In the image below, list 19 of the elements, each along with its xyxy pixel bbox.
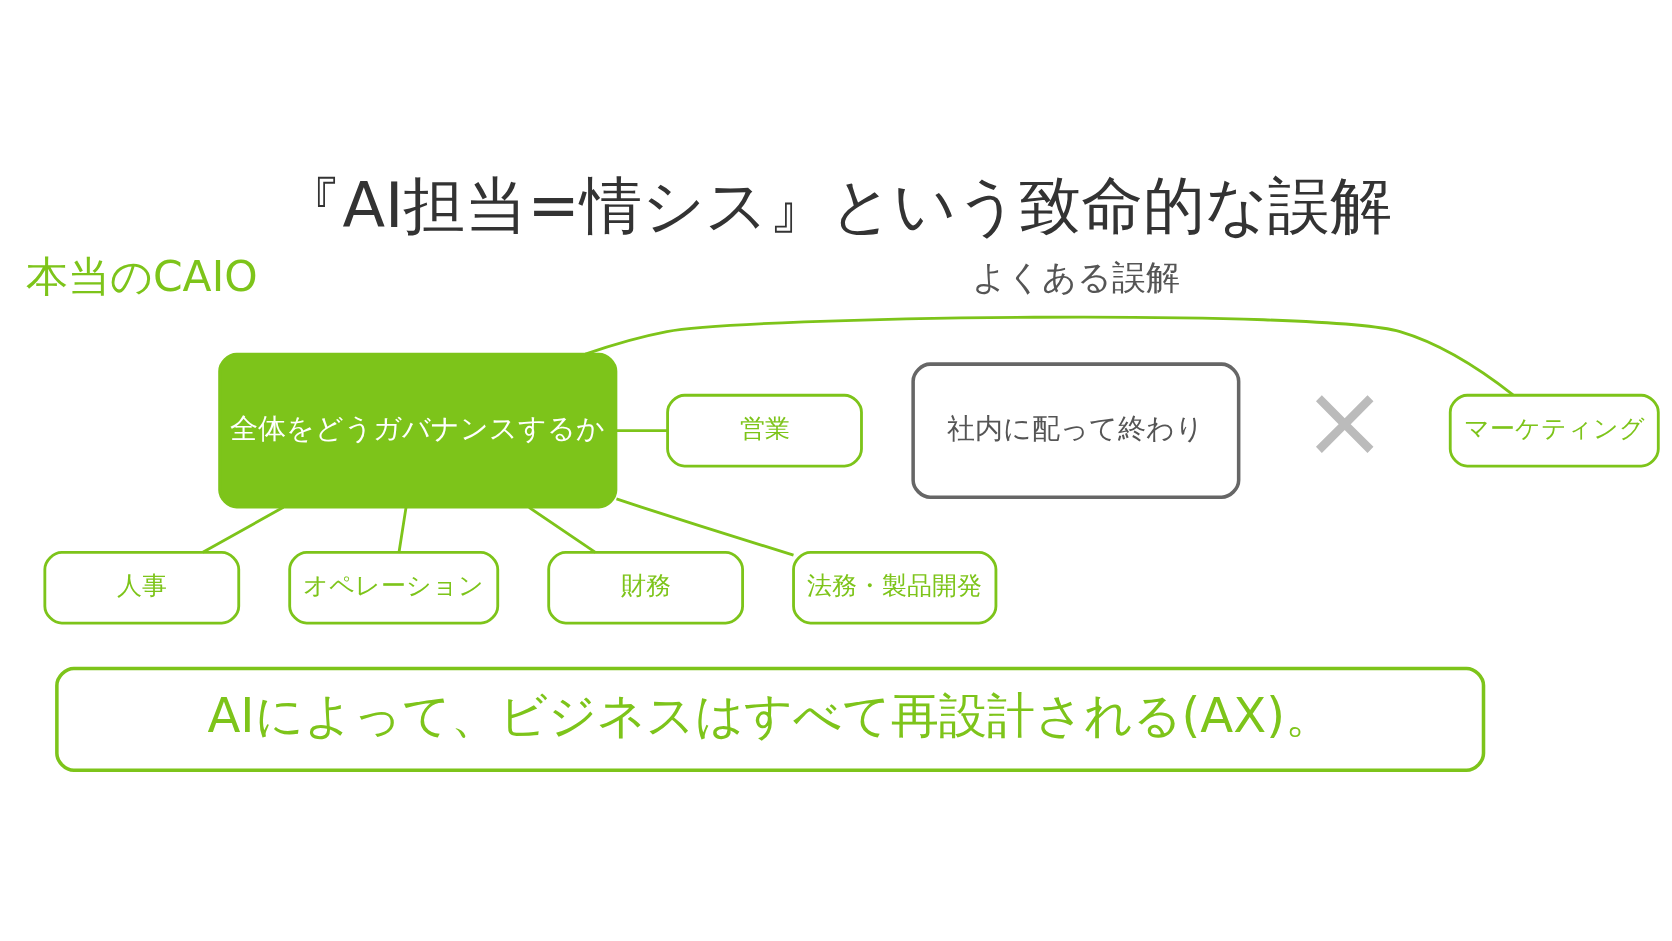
- connector: [528, 505, 597, 553]
- node-box: 営業: [666, 393, 863, 467]
- label: よくある誤解: [971, 256, 1180, 297]
- connector: [616, 428, 668, 432]
- connector: [202, 505, 285, 553]
- node-box: 財務: [547, 550, 744, 625]
- label: 本当のCAIO: [25, 251, 258, 301]
- node-box: 社内に配って終わり: [911, 361, 1241, 499]
- label: ×: [1302, 360, 1388, 480]
- node-box: 人事: [43, 550, 241, 625]
- connector: [584, 315, 1514, 396]
- node-box: オペレーション: [288, 550, 500, 625]
- diagram-title: 『AI担当=情シス』という致命的な誤解: [280, 168, 1392, 242]
- node-box: AIによって、ビジネスはすべて再設計される(AX)。: [55, 666, 1486, 772]
- connector: [616, 497, 794, 557]
- connector: [397, 506, 408, 553]
- node-box: 全体をどうガバナンスするか: [218, 352, 618, 508]
- node-box: マーケティング: [1448, 393, 1660, 467]
- node-box: 法務・製品開発: [792, 550, 998, 625]
